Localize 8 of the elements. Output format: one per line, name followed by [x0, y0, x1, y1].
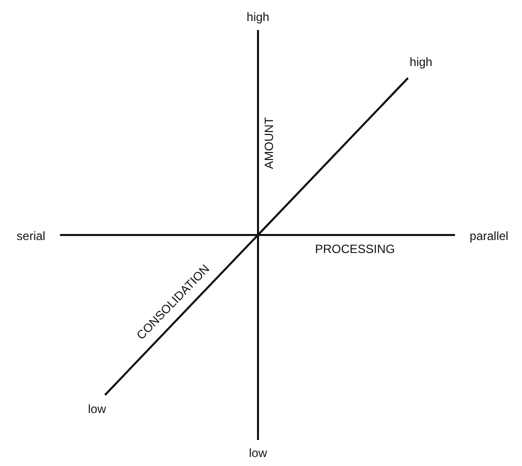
axis-title: AMOUNT	[263, 117, 275, 169]
axis-end-label: parallel	[470, 230, 508, 242]
axis-title: PROCESSING	[315, 243, 395, 255]
axis-end-label: low	[88, 403, 106, 415]
axis-end-label: high	[246, 11, 270, 23]
axis-end-label: serial	[16, 230, 46, 242]
axis-end-label: low	[249, 447, 267, 459]
axis-end-label: high	[410, 56, 432, 68]
